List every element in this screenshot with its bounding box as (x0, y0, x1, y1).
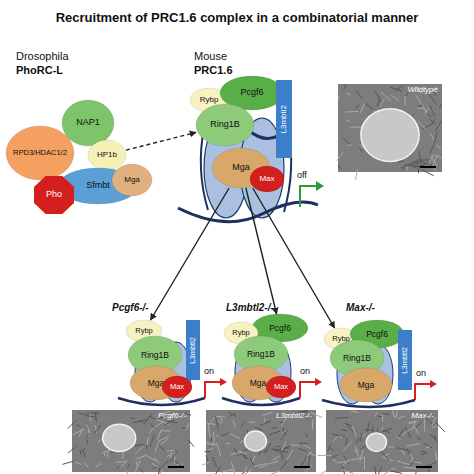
protein-name: HP1b (97, 151, 117, 159)
micrograph: Max-/- (326, 410, 438, 472)
protein-subunit: NAP1 (62, 100, 114, 146)
protein-subunit: Max (266, 376, 296, 398)
protein-name: Sfmbt (86, 181, 110, 190)
protein-name: L3mbtl2 (401, 347, 409, 374)
protein-name: Rybp (200, 96, 219, 104)
expression-state: on (416, 368, 426, 378)
protein-subunit: Max (162, 376, 192, 398)
protein-name: L3mbtl2 (280, 105, 288, 133)
protein-name: Rybp (232, 329, 250, 337)
recruitment-arrow (246, 188, 277, 314)
protein-name: Max (170, 383, 184, 391)
off-arrow (300, 181, 324, 207)
protein-name: RPD3/HDAC1/2 (13, 149, 67, 157)
protein-subunit: Mga (340, 368, 392, 402)
genotype-label: Wildtype (407, 86, 438, 94)
expression-state: on (204, 366, 214, 376)
micrograph: Wildtype (338, 84, 442, 172)
protein-name: Pcgf6 (269, 324, 291, 333)
protein-subunit: L3mbtl2 (276, 80, 292, 158)
protein-name: Mga (124, 176, 140, 184)
species-heading: PhoRC-L (16, 64, 63, 76)
protein-name: Max (274, 383, 288, 391)
micrograph: Pcgf6-/- (72, 410, 190, 472)
expression-state: on (300, 366, 310, 376)
protein-name: Ring1B (247, 350, 275, 359)
micrograph: L3mbtl2-/- (206, 410, 316, 472)
protein-subunit: L3mbtl2 (398, 330, 412, 390)
protein-name: Pho (46, 190, 62, 199)
protein-name: Pcgf6 (240, 88, 263, 97)
protein-name: Mga (232, 163, 250, 172)
protein-name: Ring1B (210, 120, 240, 129)
species-heading: Mouse (194, 50, 227, 62)
protein-name: Mga (250, 379, 267, 388)
species-heading: PRC1.6 (194, 64, 233, 76)
expression-state: off (297, 170, 307, 180)
protein-subunit: HP1b (88, 140, 126, 170)
species-heading: Drosophila (16, 50, 69, 62)
protein-subunit: Pho (34, 176, 74, 214)
genotype-label: Max-/- (411, 412, 434, 420)
genotype-heading: L3mbtl2-/- (226, 302, 274, 313)
genotype-label: L3mbtl2-/- (276, 412, 312, 420)
protein-name: L3mbtl2 (189, 337, 197, 364)
protein-subunit: Mga (112, 164, 152, 196)
protein-subunit: L3mbtl2 (186, 320, 200, 380)
protein-name: Pcgf6 (366, 330, 388, 339)
protein-name: Ring1B (343, 354, 371, 363)
subunit-shape (338, 84, 442, 172)
protein-name: Mga (358, 381, 375, 390)
recruitment-arrow (151, 188, 230, 320)
recruitment-arrow (253, 188, 335, 328)
protein-name: Max (259, 175, 274, 183)
protein-name: NAP1 (76, 118, 100, 127)
recruitment-arrow (126, 132, 196, 150)
figure-title: Recruitment of PRC1.6 complex in a combi… (0, 10, 474, 25)
genotype-heading: Max-/- (346, 302, 375, 313)
genotype-heading: Pcgf6-/- (112, 302, 149, 313)
protein-subunit: Max (250, 166, 284, 192)
protein-name: Ring1B (141, 351, 169, 360)
protein-subunit: Ring1B (196, 104, 254, 146)
protein-name: Rybp (135, 327, 153, 335)
genotype-label: Pcgf6-/- (158, 412, 186, 420)
protein-subunit: RPD3/HDAC1/2 (6, 126, 74, 180)
